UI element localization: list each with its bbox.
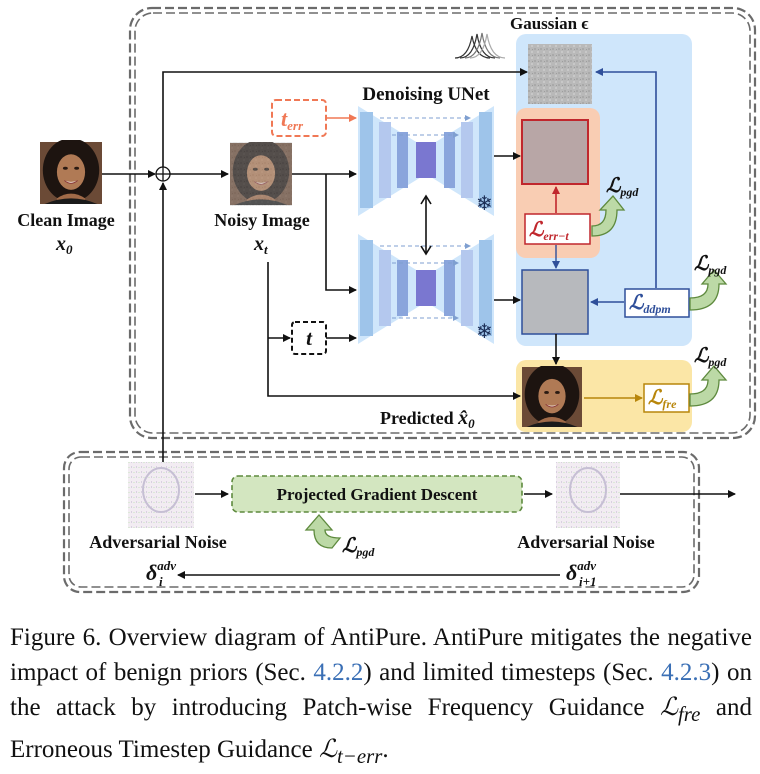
- noisy-sub: t: [264, 242, 268, 257]
- t-box-label: t: [306, 326, 313, 350]
- caption-ref-2[interactable]: 4.2.3: [661, 659, 712, 686]
- unet-bottom: ❄: [358, 234, 494, 344]
- loss-fre-box: [643, 383, 690, 413]
- t-box: [291, 321, 327, 355]
- loss-ddpm-symbol: ℒ: [629, 292, 645, 314]
- loss-fre-symbol: ℒ: [648, 387, 664, 409]
- svg-text:x0: x0: [55, 233, 73, 257]
- caption-part-1: Figure 6. Overview diagram of AntiPure. …: [10, 624, 752, 686]
- loss-pgd-ddpm-symbol: ℒ: [694, 253, 710, 275]
- loss-pgd-bottom-symbol: ℒ: [342, 535, 358, 557]
- sum-node: [155, 166, 171, 182]
- unet-top-frozen-icon: ❄: [476, 193, 493, 215]
- pgd-box: [231, 475, 523, 513]
- caption-sym-2: ℒ: [318, 736, 337, 763]
- loss-pgd-ddpm-sub: pgd: [707, 263, 727, 277]
- flow-arrows: [102, 68, 736, 579]
- upper-dashed-frame: [128, 6, 757, 440]
- delta-left-sub: i: [159, 574, 163, 589]
- loss-err-symbol: ℒ: [529, 219, 545, 241]
- ddpm-feedback-arrow: [595, 68, 657, 288]
- svg-text:ℒpgd: ℒpgd: [694, 345, 727, 369]
- lower-dashed-frame: [62, 450, 701, 594]
- svg-text:ℒerr−t: ℒerr−t: [529, 219, 569, 243]
- noisy-image: [230, 142, 292, 206]
- unet-bottom-frozen-icon: ❄: [476, 321, 493, 343]
- pgd-curve-arrow-err: [591, 195, 626, 237]
- t-err-main: t: [281, 106, 288, 131]
- adv-noise-right-label: Adversarial Noise: [517, 532, 654, 552]
- pgd-curve-arrow-bottom: [304, 514, 342, 549]
- loss-pgd-fre-sub: pgd: [707, 355, 727, 369]
- delta-right-sub: i+1: [579, 574, 597, 589]
- svg-text:ℒfre: ℒfre: [648, 387, 677, 411]
- predicted-image: [522, 366, 582, 428]
- pgd-curve-arrow-ddpm: [689, 269, 728, 311]
- caption-sym-1: ℒ: [660, 694, 679, 721]
- noisy-image-label: Noisy Image: [214, 210, 310, 230]
- loss-pgd-fre-symbol: ℒ: [694, 345, 710, 367]
- t-err-sub: err: [287, 118, 304, 133]
- loss-pgd-err-symbol: ℒ: [606, 175, 622, 197]
- antipure-diagram: Gaussian ϵ ℒerr−t ℒddpm ℒfre Clean Image…: [17, 6, 757, 594]
- gaussian-curves-icon: [454, 32, 506, 59]
- caption-part-3: ) on the attack by introducing Patch-wis…: [10, 659, 752, 721]
- loss-pgd-err-sub: pgd: [619, 185, 639, 199]
- caption-part-2: ) and limited timesteps (Sec.: [363, 659, 662, 686]
- denoising-unet-label: Denoising UNet: [362, 84, 490, 105]
- noisy-var: x: [253, 233, 264, 255]
- err-noise-image: [521, 119, 589, 185]
- clean-image: [40, 140, 102, 205]
- caption-part-4: and Erroneous Timestep Guidance: [10, 694, 752, 763]
- caption-part-5: .: [382, 736, 389, 763]
- delta-left-sup: adv: [157, 558, 176, 573]
- clean-var: x: [55, 233, 66, 255]
- predicted-var: x̂: [457, 407, 468, 429]
- clean-sub: 0: [66, 242, 73, 257]
- clean-image-label: Clean Image: [17, 210, 115, 230]
- svg-text:terr: terr: [281, 106, 304, 133]
- adv-noise-right-image: [556, 462, 620, 528]
- adv-noise-left-label: Adversarial Noise: [89, 532, 226, 552]
- svg-text:ℒddpm: ℒddpm: [629, 292, 671, 316]
- loss-ddpm-sub: ddpm: [643, 302, 670, 316]
- unet-top: ❄: [358, 106, 494, 216]
- predicted-label: Predicted: [380, 408, 454, 428]
- svg-text:Predicted x̂0: Predicted x̂0: [380, 407, 475, 431]
- caption-ref-1[interactable]: 4.2.2: [313, 659, 364, 686]
- gaussian-label: Gaussian ϵ: [510, 14, 589, 33]
- loss-ddpm-box: [624, 288, 690, 318]
- svg-text:xt: xt: [253, 233, 268, 257]
- svg-text:ℒpgd: ℒpgd: [694, 253, 727, 277]
- loss-err-box: [524, 213, 591, 245]
- predicted-sub: 0: [468, 416, 475, 431]
- svg-text:ℒpgd: ℒpgd: [342, 535, 375, 559]
- pgd-box-label: Projected Gradient Descent: [277, 485, 478, 504]
- adv-noise-left-image: [128, 462, 194, 528]
- figure-caption: Figure 6. Overview diagram of AntiPure. …: [10, 620, 752, 774]
- delta-left: δ: [146, 560, 157, 585]
- pgd-curve-arrow-fre: [689, 365, 728, 407]
- loss-fre-sub: fre: [662, 397, 677, 411]
- svg-text:ℒpgd: ℒpgd: [606, 175, 639, 199]
- loss-pgd-bottom-sub: pgd: [355, 545, 375, 559]
- caption-sub-2: t−err: [337, 744, 383, 768]
- caption-sub-1: fre: [678, 702, 701, 726]
- ddpm-noise-image: [521, 269, 589, 335]
- gaussian-noise-image: [528, 44, 592, 104]
- loss-err-sub: err−t: [543, 229, 569, 243]
- delta-right: δ: [566, 560, 577, 585]
- delta-right-sup: adv: [577, 558, 596, 573]
